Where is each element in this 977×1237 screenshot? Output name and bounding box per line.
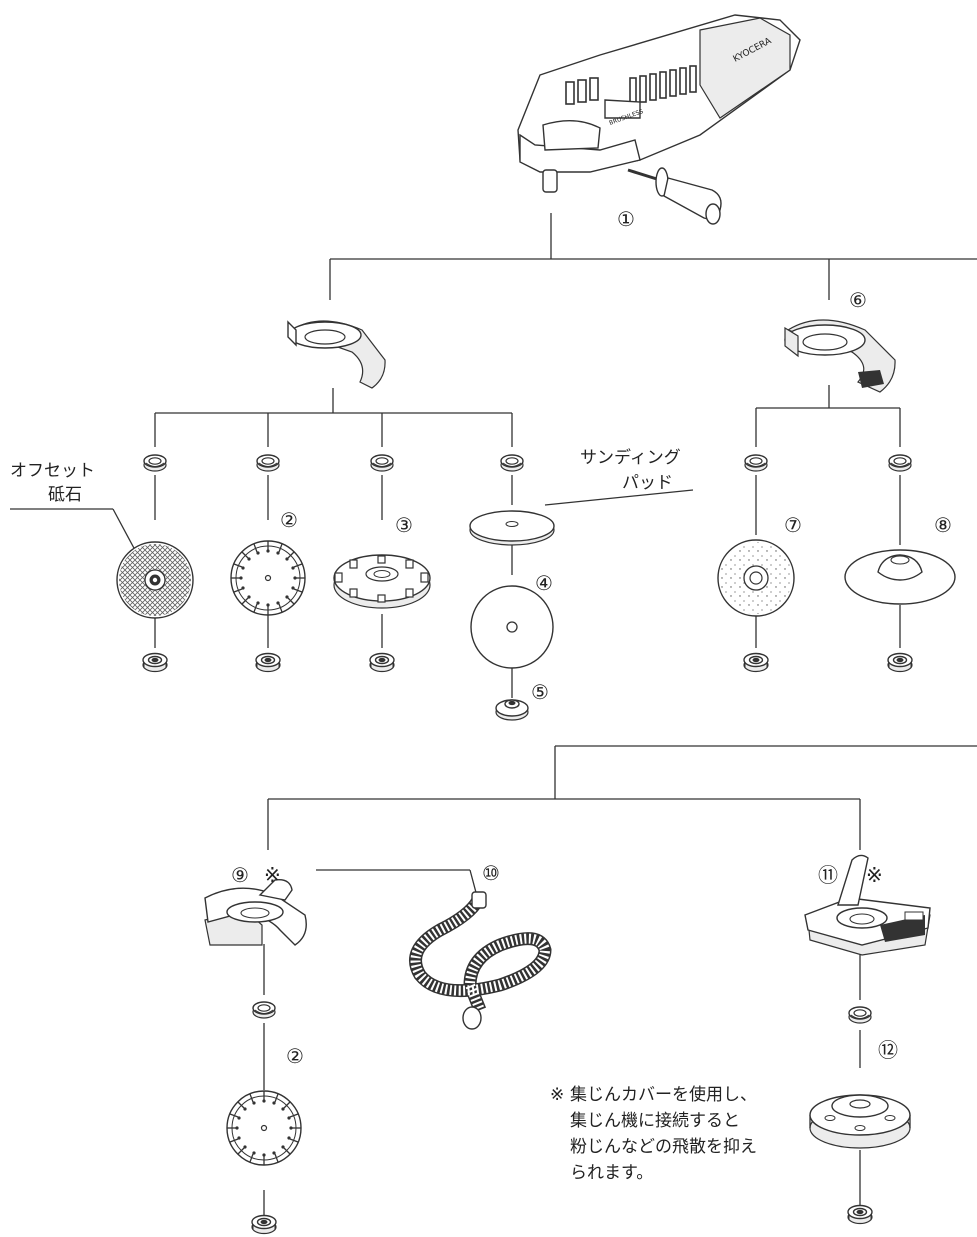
diamond-blade-2 <box>226 1090 302 1166</box>
dust-collection-cover-9 <box>204 879 307 946</box>
lock-nut-6 <box>251 1214 277 1235</box>
inner-flange-2 <box>256 454 280 472</box>
callout-5: ⑤ <box>531 680 549 704</box>
tree-lines <box>10 213 977 1217</box>
lock-nut-5 <box>887 652 913 673</box>
mark-9: ※ <box>264 863 281 887</box>
callout-4: ④ <box>535 571 553 595</box>
wheel-guard-standard <box>287 320 386 389</box>
callout-6: ⑥ <box>849 288 867 312</box>
inner-flange-4 <box>500 454 524 472</box>
wheel-guard-6 <box>784 319 896 393</box>
dust-collection-cover-11 <box>804 854 931 956</box>
lock-nut-2 <box>255 652 281 673</box>
sanding-pad-lock-nut <box>495 699 529 721</box>
lock-nut-1 <box>142 652 168 673</box>
dust-hose <box>409 891 552 1030</box>
offset-wheel-label-line1: オフセット <box>10 461 95 481</box>
callout-1: ① <box>617 207 635 231</box>
sanding-disc <box>470 585 554 669</box>
callout-2b: ② <box>286 1044 304 1068</box>
mark-11: ※ <box>866 863 883 887</box>
offset-grinding-wheel <box>116 541 194 619</box>
offset-wheel-label-line2: 砥石 <box>48 485 82 505</box>
side-handle <box>627 167 722 225</box>
callout-12: ⑫ <box>878 1038 898 1062</box>
callout-3: ③ <box>395 513 413 537</box>
inner-flange-5 <box>744 454 768 472</box>
sanding-pad-label-line1: サンディング <box>580 447 681 468</box>
sanding-pad-label-line2: パッド <box>622 473 673 493</box>
callout-8: ⑧ <box>934 513 952 537</box>
note-line-3: 粉じんなどの飛散を抑え <box>570 1137 757 1157</box>
inner-flange-8 <box>848 1006 872 1024</box>
diamond-cup-wheel <box>333 554 431 609</box>
note-mark: ※ <box>550 1085 564 1105</box>
flap-disc <box>844 549 956 605</box>
lock-nut-4 <box>743 652 769 673</box>
callout-9: ⑨ <box>231 863 249 887</box>
angle-grinder-body: KYOCERA BRUSHLESS <box>517 14 801 193</box>
note-line-1: 集じんカバーを使用し、 <box>570 1084 757 1105</box>
inner-flange-7 <box>252 1001 276 1019</box>
inner-flange-6 <box>888 454 912 472</box>
inner-flange-1 <box>143 454 167 472</box>
lock-nut-3 <box>369 652 395 673</box>
callout-11: ⑪ <box>818 863 838 887</box>
callout-10: ⑩ <box>482 861 500 885</box>
diamond-blade-1 <box>230 540 306 616</box>
note-line-2: 集じん機に接続すると <box>570 1111 740 1131</box>
lock-nut-7 <box>847 1204 873 1225</box>
note-line-4: られます。 <box>570 1163 653 1183</box>
depressed-center-wheel <box>717 539 795 617</box>
callout-2a: ② <box>280 508 298 532</box>
cup-wheel-12 <box>809 1094 911 1149</box>
sanding-pad <box>469 510 555 546</box>
inner-flange-3 <box>370 454 394 472</box>
dust-collection-note: ※ 集じんカバーを使用し、 集じん機に接続すると 粉じんなどの飛散を抑え られま… <box>550 1084 757 1183</box>
callout-7: ⑦ <box>784 513 802 537</box>
